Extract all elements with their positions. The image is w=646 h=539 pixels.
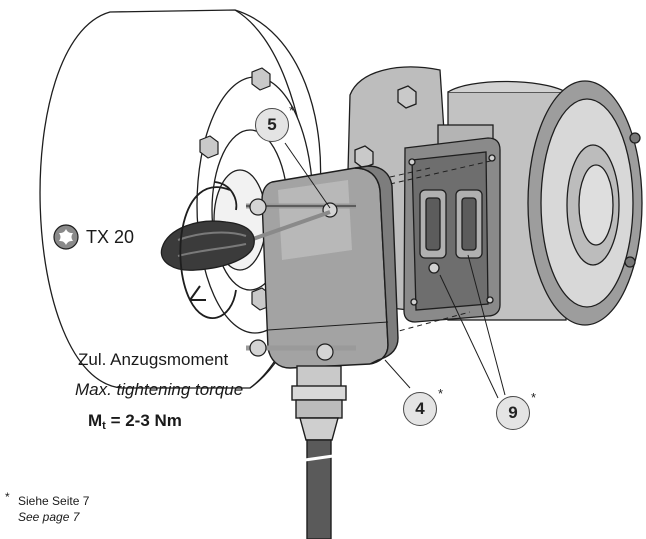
torque-value: Mt = 2-3 Nm	[88, 411, 182, 432]
footnote-text-de: Siehe Seite 7	[18, 494, 90, 508]
callout-9: 9	[496, 396, 530, 430]
footnote-text-en: See page 7	[18, 510, 80, 524]
callout-9-asterisk: *	[531, 390, 537, 405]
torque-label-en: Max. tightening torque	[75, 380, 244, 399]
callout-9-number: 9	[508, 403, 518, 422]
plug-connector-housing	[261, 165, 399, 539]
rotation-arrow	[179, 181, 238, 319]
tool-size-label: TX 20	[86, 227, 135, 247]
callout-4-asterisk: *	[438, 386, 444, 401]
screwdriver	[160, 210, 331, 271]
footnote-marker: *	[5, 490, 10, 504]
callout-5-asterisk: *	[289, 103, 295, 118]
torque-value-text: = 2-3 Nm	[105, 411, 182, 430]
torque-label-de: Zul. Anzugsmoment	[78, 350, 229, 369]
callout-4-number: 4	[415, 399, 425, 418]
callout-5: 5	[255, 108, 289, 142]
torx-star-icon	[53, 224, 79, 250]
torque-subscript: t	[102, 420, 106, 432]
torque-symbol: M	[88, 411, 103, 430]
connector-recess	[403, 137, 501, 323]
flange-bolts	[199, 67, 271, 311]
callout-4: 4	[403, 392, 437, 426]
callout-leader-lines	[284, 142, 506, 399]
callout-5-number: 5	[267, 115, 277, 134]
